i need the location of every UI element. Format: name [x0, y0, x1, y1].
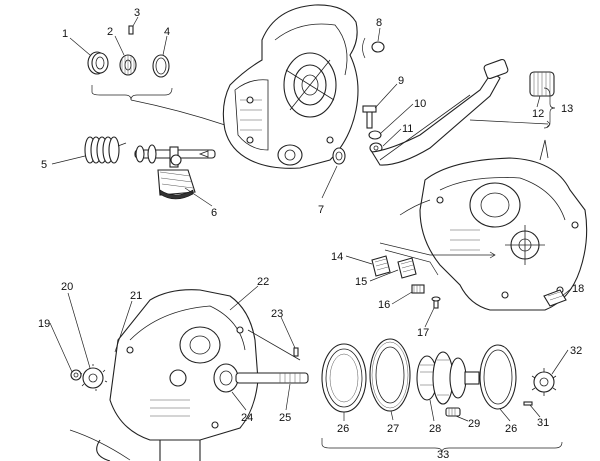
callout-20: 20 [61, 281, 73, 293]
part-26-friction-disc-right [479, 344, 517, 410]
leader-lines [49, 16, 573, 422]
part-27-ring-gear [369, 338, 411, 412]
callout-13: 13 [561, 103, 573, 115]
link-case-to-clutch [379, 199, 495, 256]
part-32-star-hub [531, 368, 557, 396]
callout-33: 33 [437, 449, 449, 461]
part-2-needle-bearing [119, 54, 137, 76]
engine-cover-top [222, 4, 359, 169]
part-25-main-shaft [235, 372, 309, 384]
callout-17: 17 [417, 327, 429, 339]
part-28-gear-cluster [416, 351, 480, 405]
part-3-pin [128, 25, 134, 35]
part-18-pad [543, 289, 567, 307]
assembly-arc-1-4 [130, 99, 226, 126]
part-29-spring [445, 407, 461, 417]
callout-26b: 26 [505, 423, 517, 435]
part-20-sprocket [79, 364, 108, 391]
callout-19: 19 [38, 318, 50, 330]
callout-32: 32 [570, 345, 582, 357]
part-9-bolt [362, 105, 377, 129]
engine-case-right [419, 139, 588, 311]
callout-22: 22 [257, 276, 269, 288]
part-10-washer [368, 130, 382, 140]
bracket-14-15 [384, 249, 439, 276]
part-19-nut [70, 369, 82, 381]
part-16-spring-pad [411, 284, 425, 294]
part-15-friction-plate [397, 257, 417, 279]
part-7-ring [332, 147, 346, 165]
callout-7: 7 [318, 204, 324, 216]
part-14-friction-plate [371, 255, 391, 277]
kick-lever [371, 58, 509, 166]
callout-labels: 1 2 3 4 5 6 7 8 9 10 11 12 13 14 15 16 1… [38, 7, 584, 461]
callout-11: 11 [402, 123, 413, 135]
part-17-screw [431, 296, 441, 309]
part-26-friction-disc-left [321, 343, 367, 413]
callout-6: 6 [211, 207, 217, 219]
callout-28: 28 [429, 423, 441, 435]
part-12-rubber-grip [529, 71, 555, 97]
callout-23: 23 [271, 308, 283, 320]
assembly-line-13 [469, 119, 549, 125]
part-6-kickstart-shaft [134, 144, 216, 200]
part-31-pin [523, 401, 533, 406]
callout-21: 21 [130, 290, 142, 302]
callout-25: 25 [279, 412, 291, 424]
callout-2: 2 [107, 26, 113, 38]
part-5-coil-spring [84, 136, 127, 164]
part-23-pin [293, 347, 299, 357]
callout-29: 29 [468, 418, 480, 430]
callout-15: 15 [355, 276, 367, 288]
callout-12: 12 [532, 108, 544, 120]
callout-26a: 26 [337, 423, 349, 435]
callout-31: 31 [537, 417, 549, 429]
callout-5: 5 [41, 159, 47, 171]
callout-4: 4 [164, 26, 170, 38]
part-1-bushing [87, 51, 109, 75]
bracket-1-4 [91, 85, 173, 101]
case-contour-lower [69, 429, 131, 461]
callout-14: 14 [331, 251, 343, 263]
part-24-bearing [213, 363, 239, 393]
part-8-washer [362, 37, 385, 59]
callout-27: 27 [387, 423, 399, 435]
callout-18: 18 [572, 283, 584, 295]
callout-3: 3 [134, 7, 140, 19]
callout-1: 1 [62, 28, 68, 40]
callout-24: 24 [241, 412, 253, 424]
callout-9: 9 [398, 75, 404, 87]
callout-10: 10 [414, 98, 426, 110]
callout-16: 16 [378, 299, 390, 311]
bracket-33 [321, 438, 563, 453]
engine-case-left [96, 289, 301, 461]
part-4-seal-ring [152, 54, 170, 78]
callout-8: 8 [376, 17, 382, 29]
